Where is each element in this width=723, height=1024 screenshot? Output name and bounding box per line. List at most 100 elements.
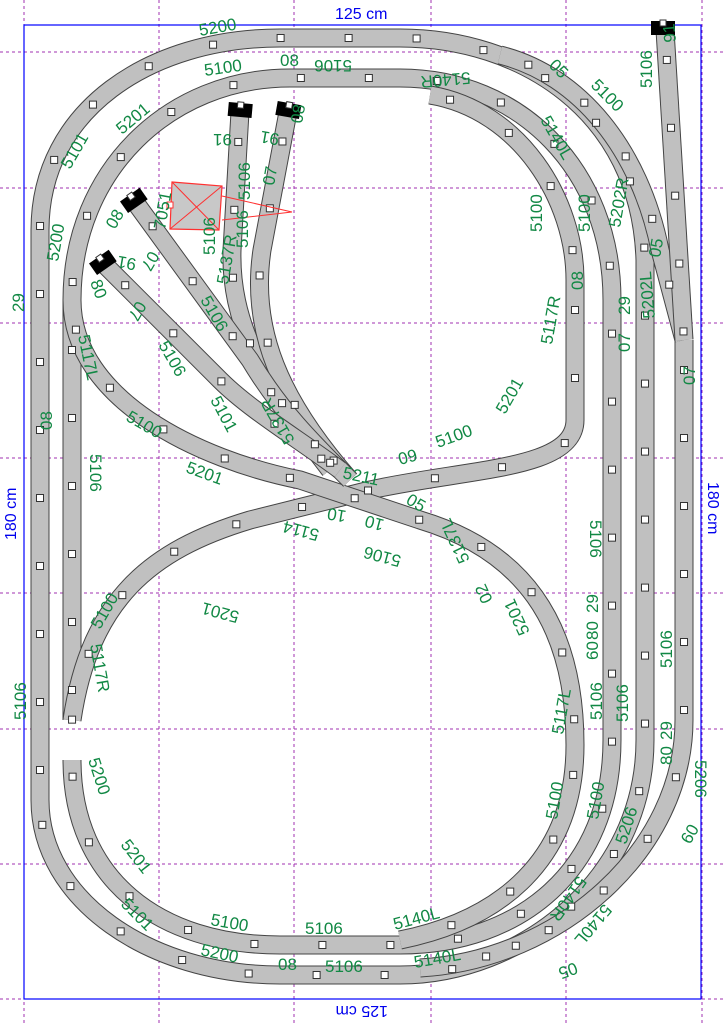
track-marker (285, 473, 294, 482)
track-marker (116, 153, 125, 162)
track-marker (184, 925, 193, 934)
track-label: 29 (657, 721, 676, 740)
track[interactable] (419, 340, 693, 977)
track-marker (496, 98, 505, 107)
track-marker (680, 502, 688, 510)
track-label: 5200 (84, 755, 114, 797)
track-marker (592, 118, 601, 127)
track[interactable] (656, 29, 693, 341)
track[interactable] (63, 69, 621, 954)
track-marker (680, 638, 688, 646)
track-marker (546, 182, 555, 191)
track-marker (680, 706, 688, 714)
track-marker (36, 290, 45, 298)
track-marker (524, 60, 533, 69)
track-marker (567, 864, 576, 873)
buffer-stop-icon (275, 101, 302, 120)
track-marker (265, 204, 274, 213)
track[interactable] (398, 744, 584, 949)
track-marker (298, 502, 307, 511)
track-label: 5114 (281, 517, 321, 545)
track-marker (569, 770, 578, 779)
track-marker (608, 465, 616, 474)
track-label: 5106 (235, 162, 254, 200)
track-marker (571, 306, 579, 314)
track-marker (609, 849, 618, 858)
buffer-stop-icon (227, 101, 253, 119)
track-marker (680, 570, 688, 578)
track-marker (68, 715, 77, 724)
track-marker (430, 474, 439, 483)
track-marker (364, 486, 373, 495)
track-marker (448, 965, 457, 974)
track-marker (568, 246, 577, 255)
track-label: 05 (556, 958, 580, 982)
track-label: 91 (116, 252, 138, 274)
track-label: 5100 (433, 421, 475, 452)
track-marker (232, 520, 241, 529)
track-marker (38, 820, 47, 829)
track-marker (50, 155, 59, 164)
track-label: 07 (259, 165, 281, 187)
track-marker (641, 719, 649, 728)
track-marker (516, 909, 525, 918)
track-label: 5202R (605, 176, 632, 229)
track-marker (270, 419, 279, 428)
track-marker (607, 737, 616, 746)
track-marker (671, 191, 680, 200)
track-label: 08 (37, 411, 56, 430)
track-marker (587, 196, 596, 205)
track-label: 5106 (200, 217, 219, 255)
track-marker (482, 952, 491, 961)
track-marker (169, 329, 178, 338)
track-marker (364, 74, 373, 82)
track-marker (278, 399, 287, 408)
track-marker (170, 547, 179, 556)
track-marker (105, 383, 114, 392)
track-label: 5201 (200, 598, 241, 626)
track-marker (250, 939, 259, 948)
track-marker (118, 591, 127, 600)
track-marker (68, 278, 77, 287)
track-label: 08 (280, 51, 299, 70)
track-marker (245, 339, 254, 348)
track-marker (477, 542, 486, 551)
track-ties (36, 34, 688, 979)
track-marker (527, 588, 536, 597)
track-marker (296, 74, 305, 82)
building[interactable] (166, 181, 293, 231)
track-marker (560, 439, 569, 448)
track-label: 5106 (86, 454, 105, 492)
track-marker (605, 261, 614, 270)
track-label: 91 (259, 127, 281, 149)
track-marker (511, 941, 520, 950)
track[interactable] (63, 280, 584, 722)
track[interactable] (63, 299, 584, 746)
track-marker (671, 773, 680, 782)
track-marker (68, 772, 77, 781)
track-marker (662, 55, 671, 64)
track-marker (36, 766, 45, 774)
buffer-stop-icon (89, 249, 117, 275)
track-label: 07 (615, 333, 634, 352)
track-marker (36, 698, 45, 706)
track-marker (326, 458, 335, 467)
track-marker (608, 601, 616, 610)
track-marker (36, 358, 45, 366)
track-marker (344, 34, 353, 42)
track-label: 5140R (420, 68, 472, 91)
track-label: 5201 (117, 836, 155, 878)
track[interactable] (97, 257, 346, 477)
track-marker (178, 956, 187, 965)
track-marker (635, 787, 644, 796)
track-marker (68, 686, 77, 694)
track-marker (83, 211, 92, 220)
track-label: 5106 (362, 542, 403, 570)
track-marker (580, 98, 589, 107)
track-label: 05 (645, 237, 667, 259)
track-marker (229, 81, 238, 90)
track-label: 80 (86, 277, 110, 301)
track-marker (453, 934, 462, 943)
track-marker (121, 281, 130, 290)
